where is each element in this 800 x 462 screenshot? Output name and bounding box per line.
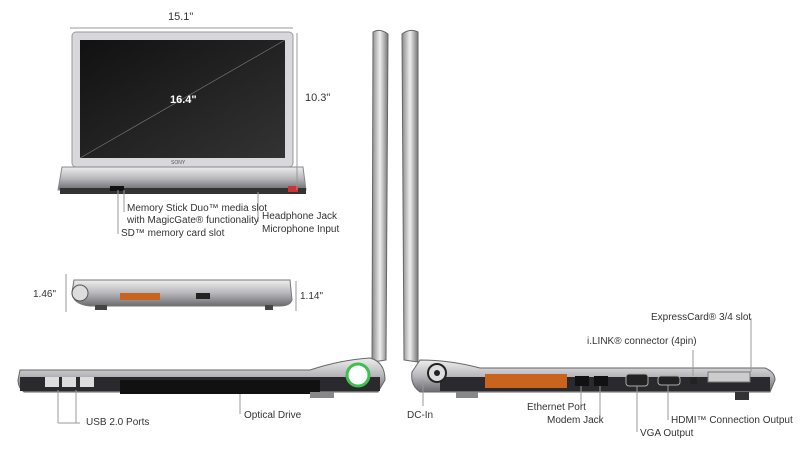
height-dimension: 10.3": [305, 92, 331, 104]
laptop-right-side-view: [401, 29, 776, 400]
microphone-label: Microphone Input: [262, 224, 340, 235]
headphone-label: Headphone Jack: [262, 211, 338, 222]
expresscard-label: ExpressCard® 3/4 slot: [651, 312, 752, 323]
vga-label: VGA Output: [640, 428, 694, 439]
usb-label: USB 2.0 Ports: [86, 417, 150, 428]
sd-slot-label: SD™ memory card slot: [121, 228, 225, 239]
ilink-label: i.LINK® connector (4pin): [587, 336, 697, 347]
magicgate-label: with MagicGate® functionality: [127, 215, 259, 226]
ethernet-label: Ethernet Port: [527, 402, 586, 413]
laptop-left-side-view: [17, 29, 389, 398]
diagonal-dimension: 16.4": [170, 94, 197, 106]
dc-in-label: DC-In: [407, 410, 434, 421]
laptop-side-view-small: [71, 279, 293, 310]
memory-stick-label: Memory Stick Duo™ media slot: [127, 203, 268, 214]
thickness-back: 1.46": [33, 289, 57, 300]
optical-drive-label: Optical Drive: [244, 410, 302, 421]
modem-label: Modem Jack: [547, 415, 604, 426]
width-dimension: 15.1": [168, 11, 194, 23]
hdmi-label: HDMI™ Connection Output: [671, 415, 793, 426]
thickness-front: 1.14": [300, 291, 324, 302]
laptop-front-view: [57, 31, 307, 194]
brand-logo: SONY: [171, 160, 186, 166]
